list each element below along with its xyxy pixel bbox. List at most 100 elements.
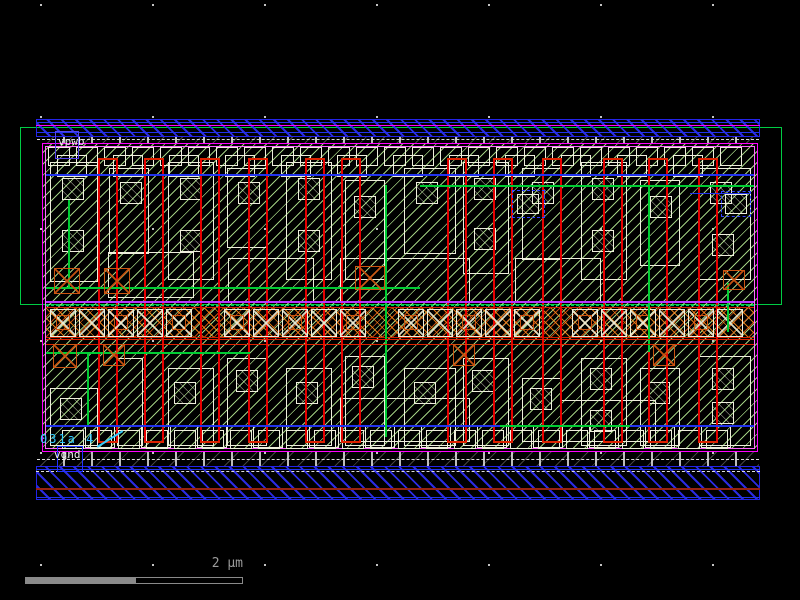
tap-contact	[337, 155, 367, 177]
poly-stub	[98, 158, 118, 160]
poly-contact	[723, 270, 745, 290]
contact	[180, 230, 202, 252]
transistor-outline	[286, 368, 332, 446]
poly-gate	[698, 158, 700, 443]
cell-boundary	[42, 143, 758, 452]
poly-stub	[248, 158, 268, 160]
contact	[298, 230, 320, 252]
tap-contact	[104, 147, 126, 166]
poly-gate	[465, 158, 467, 443]
via-square	[398, 309, 424, 337]
via-square	[688, 309, 714, 337]
poly-stub	[305, 441, 325, 443]
transistor-outline	[345, 180, 385, 280]
via-square	[572, 309, 598, 337]
scale-bar-filled-segment	[25, 577, 135, 584]
tap-contact	[57, 155, 87, 177]
transistor-outline	[286, 162, 332, 280]
contact	[416, 182, 438, 204]
grid-dot	[40, 340, 42, 342]
poly-gate	[666, 158, 668, 443]
contact	[296, 382, 318, 404]
tap-contact	[650, 430, 672, 449]
scale-bar-label: 2 μm	[211, 556, 243, 571]
inner-contact	[346, 315, 360, 330]
contact	[120, 182, 142, 204]
poly-stub	[603, 441, 623, 443]
tap-contact	[48, 147, 70, 166]
tap-contact	[566, 430, 588, 449]
poly-gate	[248, 158, 250, 443]
scale-bar-open-segment	[135, 577, 243, 584]
tap-contact	[617, 155, 647, 177]
wire-segment	[420, 185, 754, 187]
contact	[474, 228, 496, 250]
poly-stub	[542, 441, 562, 443]
tap-contact	[281, 155, 311, 177]
tap-contact	[146, 430, 168, 449]
poly-stub	[542, 158, 562, 160]
via-square	[340, 309, 366, 337]
wire-segment	[690, 193, 750, 194]
transistor-outline	[227, 168, 267, 248]
wire-segment	[37, 459, 759, 460]
tap-contact	[169, 155, 199, 177]
poly-gate	[98, 158, 100, 443]
inner-contact	[230, 315, 244, 330]
poly-gate	[200, 158, 202, 443]
via-square	[79, 309, 105, 337]
inner-contact	[56, 315, 70, 330]
diffusion-outline	[340, 398, 470, 442]
wire-segment	[46, 425, 754, 427]
grid-dot	[488, 564, 490, 566]
wire-segment	[46, 352, 250, 354]
wire-segment	[46, 287, 420, 289]
tap-contact	[188, 147, 210, 166]
tap-contact	[356, 147, 378, 166]
tap-contact	[664, 147, 686, 166]
wire-segment	[648, 185, 650, 352]
grid-dot	[264, 4, 266, 6]
grid-dot	[376, 4, 378, 6]
inner-contact	[172, 315, 186, 330]
wire-segment	[37, 139, 759, 140]
poly-gate	[621, 158, 623, 443]
poly-gate	[716, 158, 718, 443]
tap-contact	[225, 155, 255, 177]
wire-segment	[46, 301, 754, 303]
poly-stub	[248, 441, 268, 443]
via-square	[108, 309, 134, 337]
pin-marker	[57, 446, 83, 472]
tap-contact	[678, 430, 700, 449]
contact	[650, 196, 672, 218]
contact	[590, 410, 612, 432]
grid-dot	[376, 564, 378, 566]
metal-feature	[512, 190, 545, 218]
tap-contact	[393, 155, 423, 177]
tap-contact	[300, 147, 322, 166]
tap-contact	[468, 147, 490, 166]
tap-contact	[608, 147, 630, 166]
tap-contact	[272, 147, 294, 166]
pin-marker	[55, 131, 79, 159]
grid-dot	[264, 564, 266, 566]
contact	[354, 196, 376, 218]
tap-contact	[118, 430, 140, 449]
poly-contact	[53, 344, 77, 368]
tap-contact	[90, 430, 112, 449]
tap-contact	[370, 430, 392, 449]
wire-segment	[36, 125, 760, 126]
grid-dot	[600, 564, 602, 566]
contact	[414, 382, 436, 404]
inner-contact	[694, 315, 708, 330]
via-square	[427, 309, 453, 337]
poly-stub	[698, 441, 718, 443]
poly-stub	[305, 158, 325, 160]
tap-contact	[160, 147, 182, 166]
wire-segment	[36, 132, 760, 133]
poly-gate	[511, 158, 513, 443]
contact	[62, 178, 84, 200]
poly-stub	[144, 441, 164, 443]
tap-contact	[398, 430, 420, 449]
